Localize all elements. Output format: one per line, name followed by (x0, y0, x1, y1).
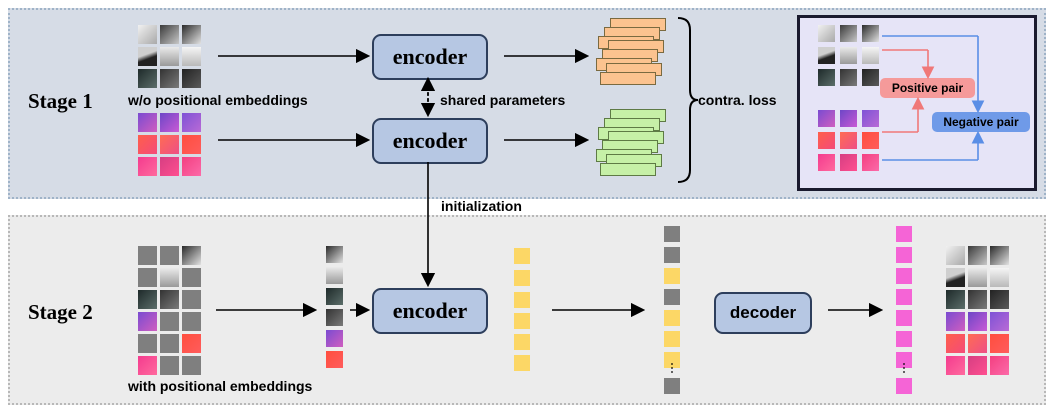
caption-with-positional: with positional embeddings (128, 378, 313, 394)
encoder-stage2: encoder (372, 288, 488, 334)
stage1-label: Stage 1 (28, 89, 93, 113)
contra-loss-brace (677, 17, 699, 183)
stage2-label: Stage 2 (28, 300, 93, 324)
decoder-box: decoder (714, 292, 812, 334)
shared-parameters-label: shared parameters (440, 92, 566, 108)
caption-without-positional: w/o positional embeddings (128, 92, 308, 108)
encoder-stage1-top: encoder (372, 34, 488, 80)
negative-pair-connectors (882, 35, 985, 161)
encoder-stage1-bottom: encoder (372, 118, 488, 164)
negative-pair-badge: Negative pair (932, 112, 1030, 132)
initialization-label: initialization (441, 198, 522, 214)
positive-pair-badge: Positive pair (880, 78, 975, 98)
contrastive-loss-label: contra. loss (698, 92, 777, 108)
positive-pair-connectors (882, 49, 935, 133)
ellipsis-dots (671, 363, 905, 373)
